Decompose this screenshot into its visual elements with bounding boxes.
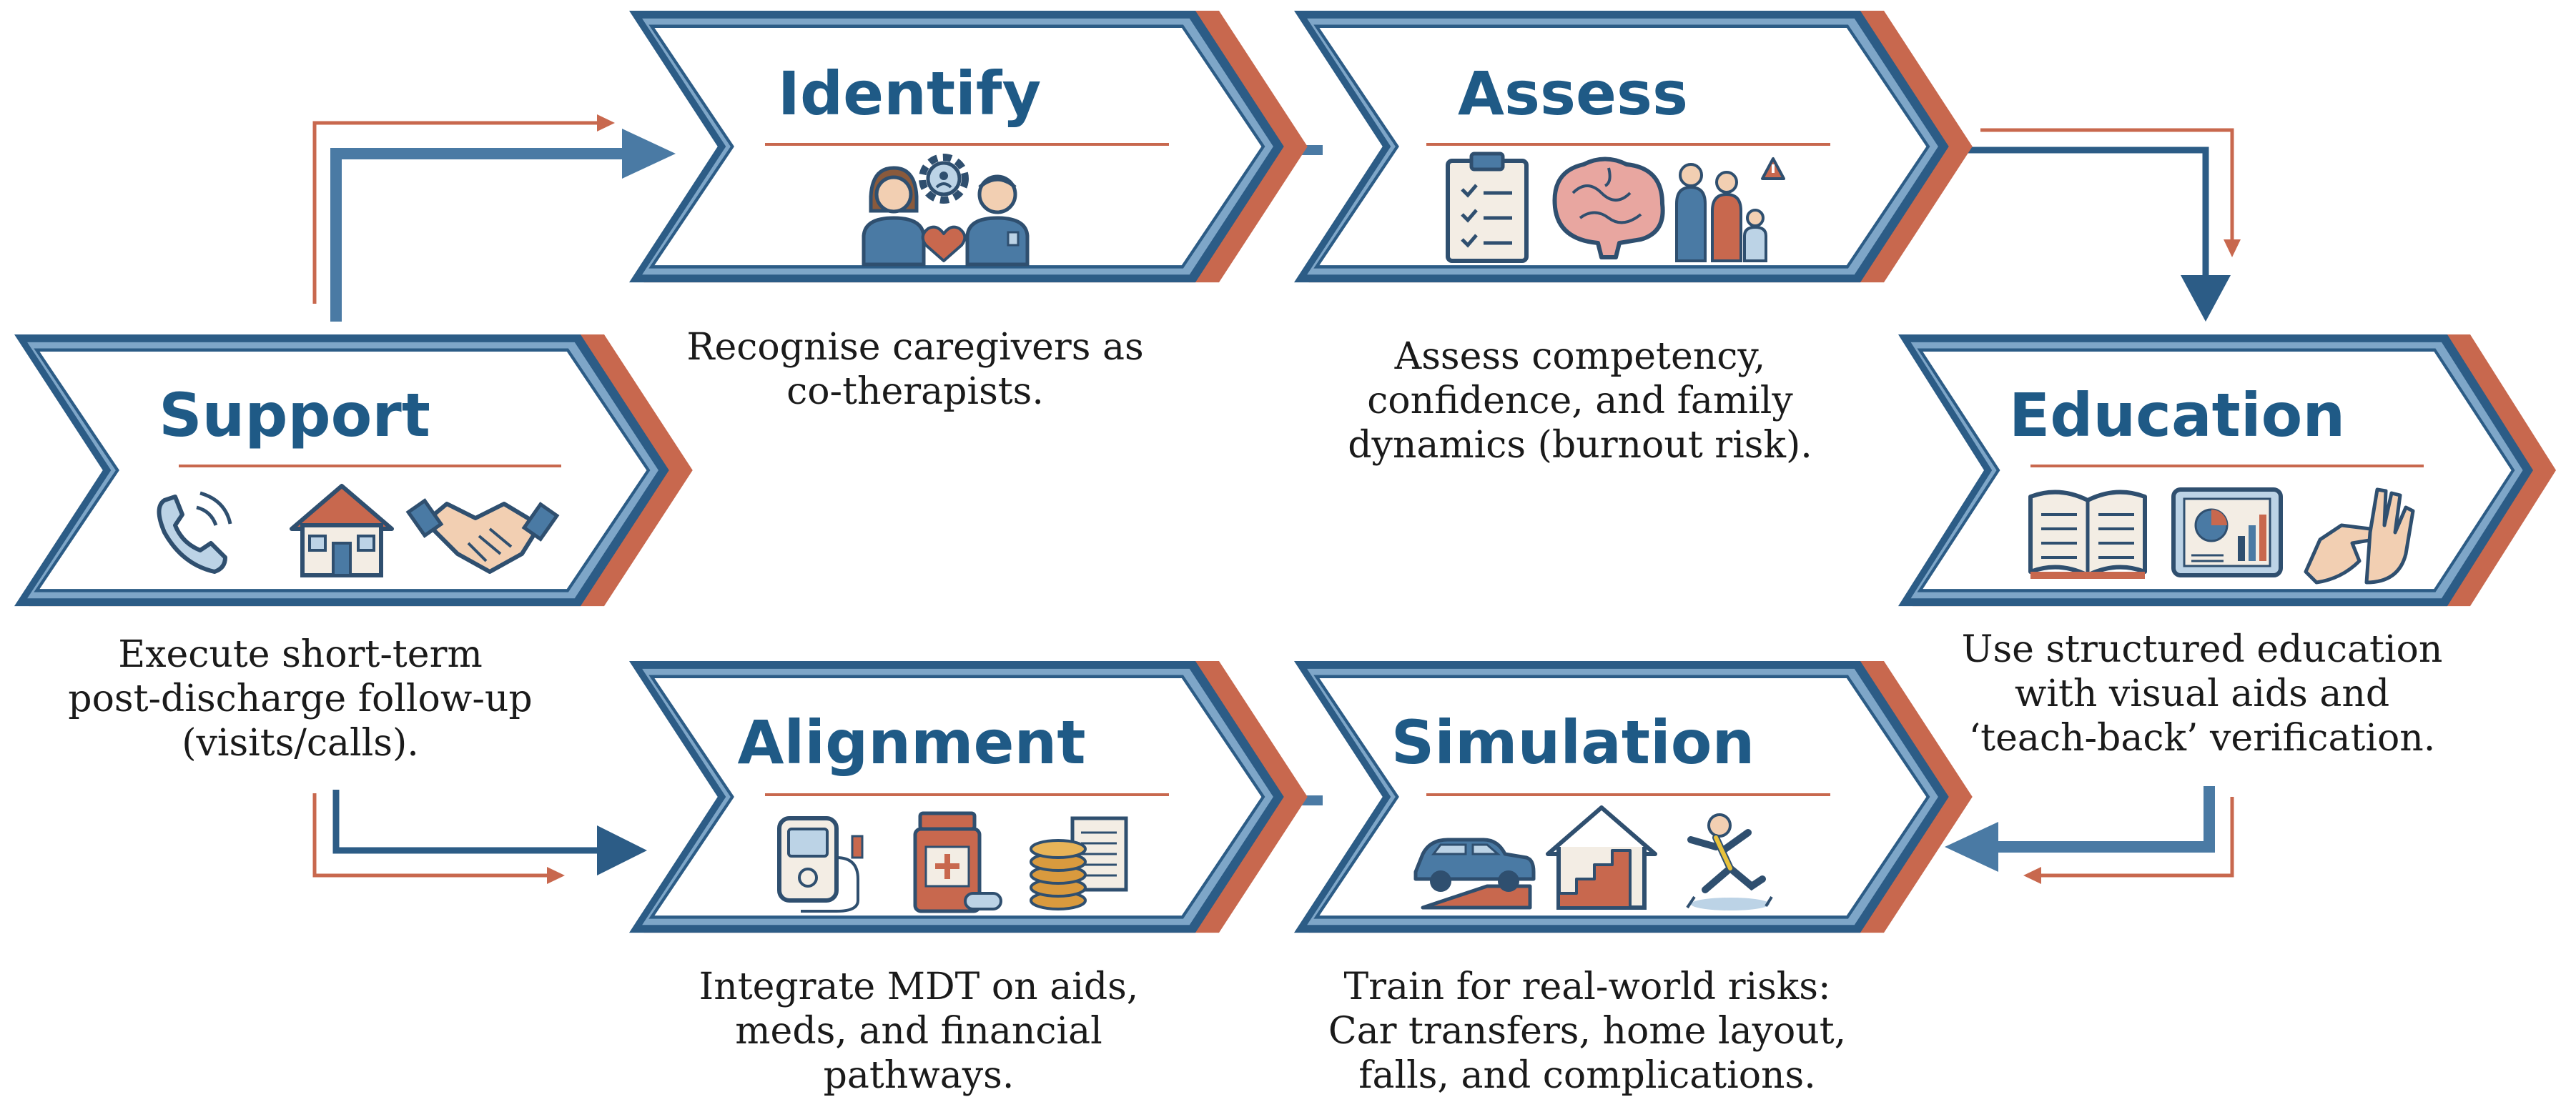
connector-support-to-identify <box>312 114 676 322</box>
stage-title-alignment: Alignment <box>738 708 1086 778</box>
gear-icon <box>919 154 969 204</box>
desc-identify: Recognise caregivers as co-therapists. <box>672 325 1158 414</box>
desc-assess-line: confidence, and family <box>1367 379 1793 422</box>
stage-support: Support <box>14 334 693 606</box>
stage-title-simulation: Simulation <box>1391 708 1755 778</box>
phone-icon <box>157 491 232 574</box>
desc-education-line: Use structured education <box>1961 628 2443 671</box>
brain-icon <box>1552 157 1665 259</box>
tablet-chart-icon <box>2171 487 2283 577</box>
desc-support-line: post-discharge follow-up <box>68 677 533 720</box>
heart-icon <box>921 225 967 262</box>
house-icon <box>290 484 394 577</box>
desc-alignment-line: pathways. <box>823 1054 1015 1097</box>
stage-simulation: Simulation <box>1294 661 1973 933</box>
medicine-bottle-icon <box>913 811 1002 913</box>
desc-alignment-line: meds, and financial <box>735 1010 1102 1053</box>
car-ramp-icon <box>1413 838 1536 910</box>
desc-simulation-line: Train for real-world risks: <box>1343 966 1831 1008</box>
handshake-icon <box>405 498 560 574</box>
glucose-meter-icon <box>777 816 864 913</box>
falling-person-icon <box>1686 813 1773 910</box>
connector-education-to-simulation <box>1945 786 2234 884</box>
desc-identify-line: co-therapists. <box>786 370 1044 413</box>
stage-identify: Identify <box>629 11 1308 282</box>
desc-education: Use structured education with visual aid… <box>1930 627 2474 760</box>
desc-alignment-line: Integrate MDT on aids, <box>699 966 1139 1008</box>
desc-education-line: with visual aids and <box>2014 672 2390 715</box>
stage-education: Education <box>1898 334 2556 606</box>
desc-assess-line: dynamics (burnout risk). <box>1348 424 1812 467</box>
desc-simulation: Train for real-world risks: Car transfer… <box>1301 965 1873 1098</box>
stage-assess: Assess <box>1294 11 1973 282</box>
desc-support: Execute short-term post-discharge follow… <box>57 632 543 765</box>
desc-assess: Assess competency, confidence, and famil… <box>1337 334 1823 467</box>
desc-support-line: (visits/calls). <box>182 722 419 765</box>
caregiver-woman-icon <box>862 166 926 267</box>
desc-education-line: ‘teach-back’ verification. <box>1968 717 2436 760</box>
stage-title-assess: Assess <box>1458 59 1688 129</box>
desc-simulation-line: falls, and complications. <box>1358 1054 1816 1097</box>
desc-assess-line: Assess competency, <box>1394 335 1766 378</box>
open-book-icon <box>2028 490 2147 579</box>
caregiver-man-icon <box>965 174 1030 267</box>
stage-title-identify: Identify <box>778 59 1041 129</box>
stage-title-education: Education <box>2009 380 2345 450</box>
desc-simulation-line: Car transfers, home layout, <box>1328 1010 1847 1053</box>
stage-title-support: Support <box>159 380 430 450</box>
family-warning-icon <box>1675 157 1785 262</box>
stage-alignment: Alignment <box>629 661 1308 933</box>
coins-document-icon <box>1030 816 1128 910</box>
counting-hands-icon <box>2304 487 2415 585</box>
desc-support-line: Execute short-term <box>118 633 483 676</box>
house-stairs-icon <box>1546 805 1657 910</box>
desc-alignment: Integrate MDT on aids, meds, and financi… <box>668 965 1169 1098</box>
connector-support-to-alignment <box>312 790 647 884</box>
connector-assess-to-education <box>1941 128 2241 322</box>
checklist-clipboard-icon <box>1446 152 1529 263</box>
desc-identify-line: Recognise caregivers as <box>686 326 1144 369</box>
